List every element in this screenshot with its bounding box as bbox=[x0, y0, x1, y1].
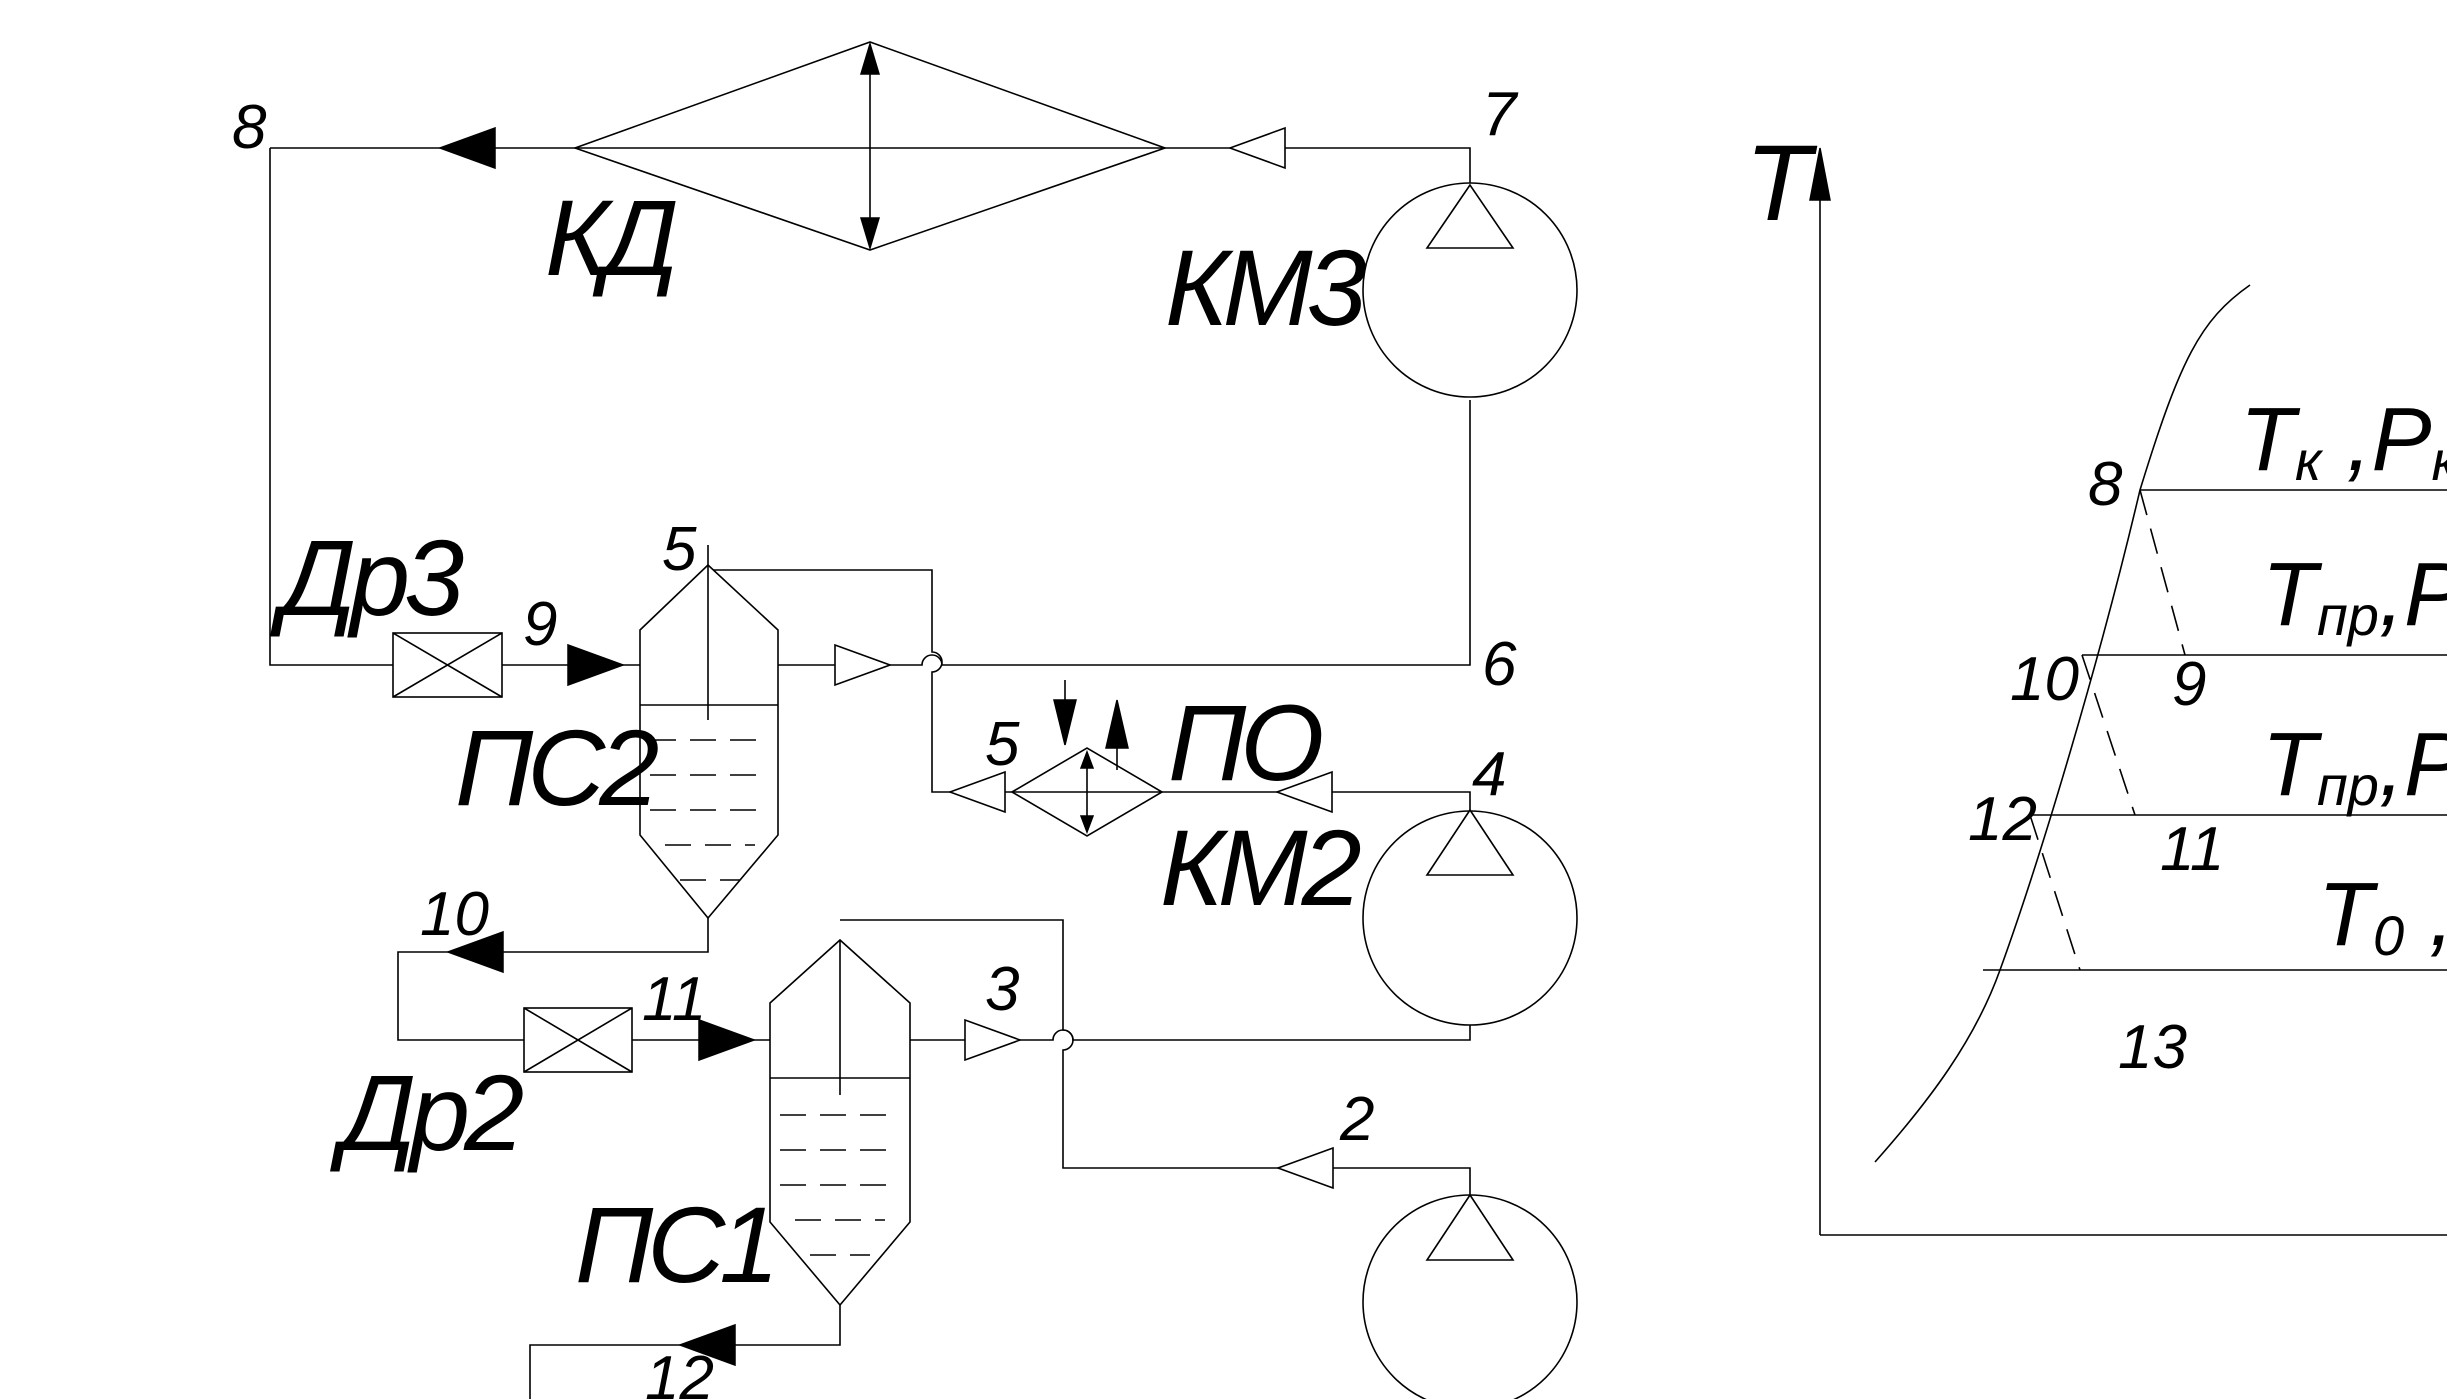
point-label-4: 4 bbox=[1472, 740, 1506, 809]
arrow-solid bbox=[677, 1323, 736, 1367]
ts-point-label-12: 12 bbox=[1968, 785, 2037, 854]
arrow-solid bbox=[567, 643, 626, 687]
arrow-hollow bbox=[964, 1018, 1023, 1062]
ts-point-label-9: 9 bbox=[2172, 650, 2206, 719]
arrow-solid bbox=[698, 1018, 757, 1062]
subcooler-po bbox=[1010, 680, 1164, 837]
isobar-label-evaporating: T0 ,P bbox=[2318, 865, 2447, 967]
point-label-11: 11 bbox=[642, 965, 706, 1034]
arrow-hollow bbox=[1274, 770, 1333, 814]
separator2-label: ПС2 bbox=[455, 707, 658, 828]
throttle-dr2 bbox=[523, 1007, 633, 1073]
compressor-km1 bbox=[1362, 1193, 1578, 1399]
arrow-solid bbox=[445, 930, 504, 974]
point-label-3: 3 bbox=[985, 955, 1019, 1024]
throttle3-label: Др3 bbox=[270, 517, 464, 638]
arrow-hollow bbox=[1227, 126, 1286, 170]
ts-point-label-13: 13 bbox=[2118, 1013, 2187, 1082]
point-label-7: 7 bbox=[1482, 80, 1519, 149]
point-label-12: 12 bbox=[645, 1344, 714, 1399]
ts-point-label-8: 8 bbox=[2088, 450, 2123, 519]
subcooler-label: ПО bbox=[1168, 682, 1321, 803]
ts-point-label-11: 11 bbox=[2160, 815, 2224, 884]
saturation-curve bbox=[1874, 284, 2251, 1163]
flow-arrows bbox=[437, 126, 1334, 1367]
separator-ps1 bbox=[769, 938, 911, 1307]
point-label-5: 5 bbox=[985, 710, 1020, 779]
throttle2-label: Др2 bbox=[330, 1052, 523, 1173]
point-label-6: 6 bbox=[1482, 630, 1517, 699]
condenser bbox=[572, 41, 1168, 251]
point-label-2: 2 bbox=[1339, 1085, 1374, 1154]
isobar-label-intermediate-2: Tпр,P bbox=[2262, 715, 2447, 817]
y-axis-label: T bbox=[1745, 122, 1818, 243]
condenser-label: КД bbox=[545, 177, 676, 298]
compressor2-label: КМ2 bbox=[1160, 807, 1361, 928]
compressor3-label: КМ3 bbox=[1165, 227, 1367, 348]
point-label-9: 9 bbox=[523, 590, 557, 659]
point-label-10: 10 bbox=[420, 880, 489, 949]
compressor-km3 bbox=[1362, 182, 1578, 398]
piping bbox=[269, 147, 1471, 1399]
ts-point-label-10: 10 bbox=[2010, 645, 2079, 714]
point-labels: 8 7 5 9 6 5 4 10 11 3 2 12 8 10 9 12 11 … bbox=[232, 80, 2224, 1399]
component-labels: КД КМ3 Др3 ПС2 ПО КМ2 Др2 ПС1 T bbox=[270, 122, 1824, 1305]
compressor-km2 bbox=[1362, 808, 1578, 1026]
throttle-dr3 bbox=[392, 632, 503, 698]
isobar-label-intermediate: Tпр,P bbox=[2262, 545, 2447, 647]
isobar-label-condensing: Tк ,Pк bbox=[2240, 390, 2447, 492]
isobar-labels: Tк ,Pк Tпр,P Tпр,P T0 ,P bbox=[2240, 390, 2447, 967]
point-label-5: 5 bbox=[662, 515, 697, 584]
ts-diagram bbox=[1809, 147, 2447, 1236]
separator1-label: ПС1 bbox=[575, 1184, 773, 1305]
axis-arrow bbox=[1809, 147, 1831, 201]
arrow-hollow bbox=[1275, 1146, 1334, 1190]
arrow-hollow bbox=[947, 770, 1006, 814]
arrow-hollow bbox=[834, 643, 893, 687]
arrow-solid bbox=[437, 126, 496, 170]
separator-ps2 bbox=[639, 563, 779, 920]
point-label-8: 8 bbox=[232, 93, 267, 162]
